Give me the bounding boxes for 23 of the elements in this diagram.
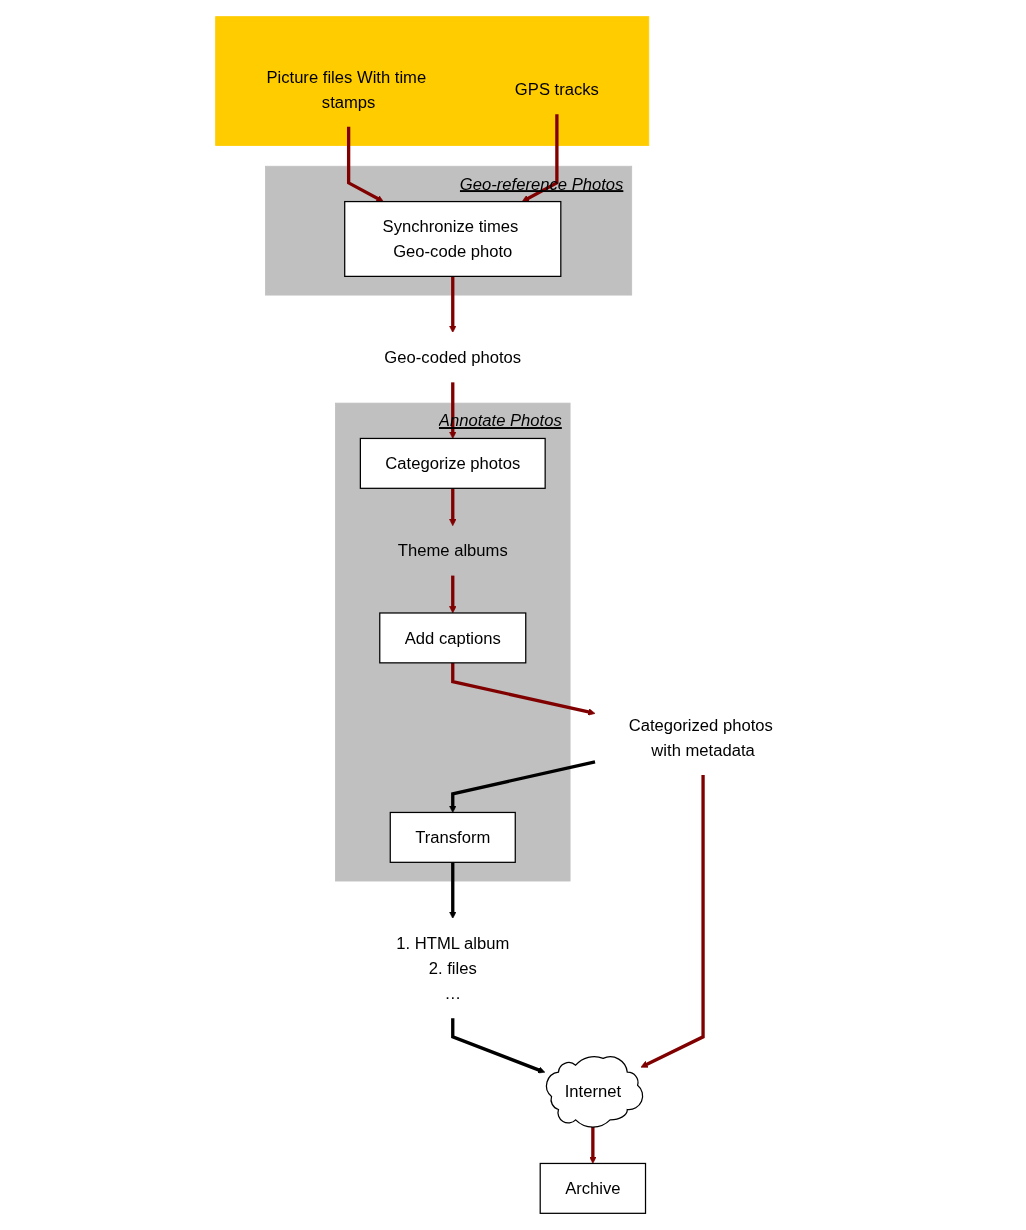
- node-text: Picture files With time stamps: [266, 67, 426, 111]
- node-box: Archive: [539, 1162, 646, 1214]
- arrow: [448, 276, 457, 333]
- arrow: [448, 862, 457, 919]
- node-text: Geo-coded photos: [383, 348, 521, 367]
- arrow: [521, 114, 559, 202]
- node-box: Add captions: [378, 612, 526, 664]
- arrow: [448, 760, 595, 813]
- arrow: [588, 1126, 597, 1164]
- node-text: GPS tracks: [514, 80, 599, 99]
- node-box: Categorize photos: [359, 437, 546, 489]
- arrow: [346, 126, 384, 202]
- node-text: 1. HTML album 2. files …: [395, 934, 509, 1003]
- arrow: [450, 662, 595, 716]
- arrow: [448, 488, 457, 527]
- node-text: Categorized photos with metadata: [628, 716, 773, 760]
- arrow: [640, 775, 705, 1068]
- arrow: [448, 575, 457, 614]
- cluster: [214, 16, 649, 146]
- node-box: Transform: [389, 811, 516, 863]
- arrow: [450, 1018, 545, 1074]
- node-box: Synchronize times Geo-code photo: [343, 200, 562, 277]
- node-text: Theme albums: [397, 541, 508, 560]
